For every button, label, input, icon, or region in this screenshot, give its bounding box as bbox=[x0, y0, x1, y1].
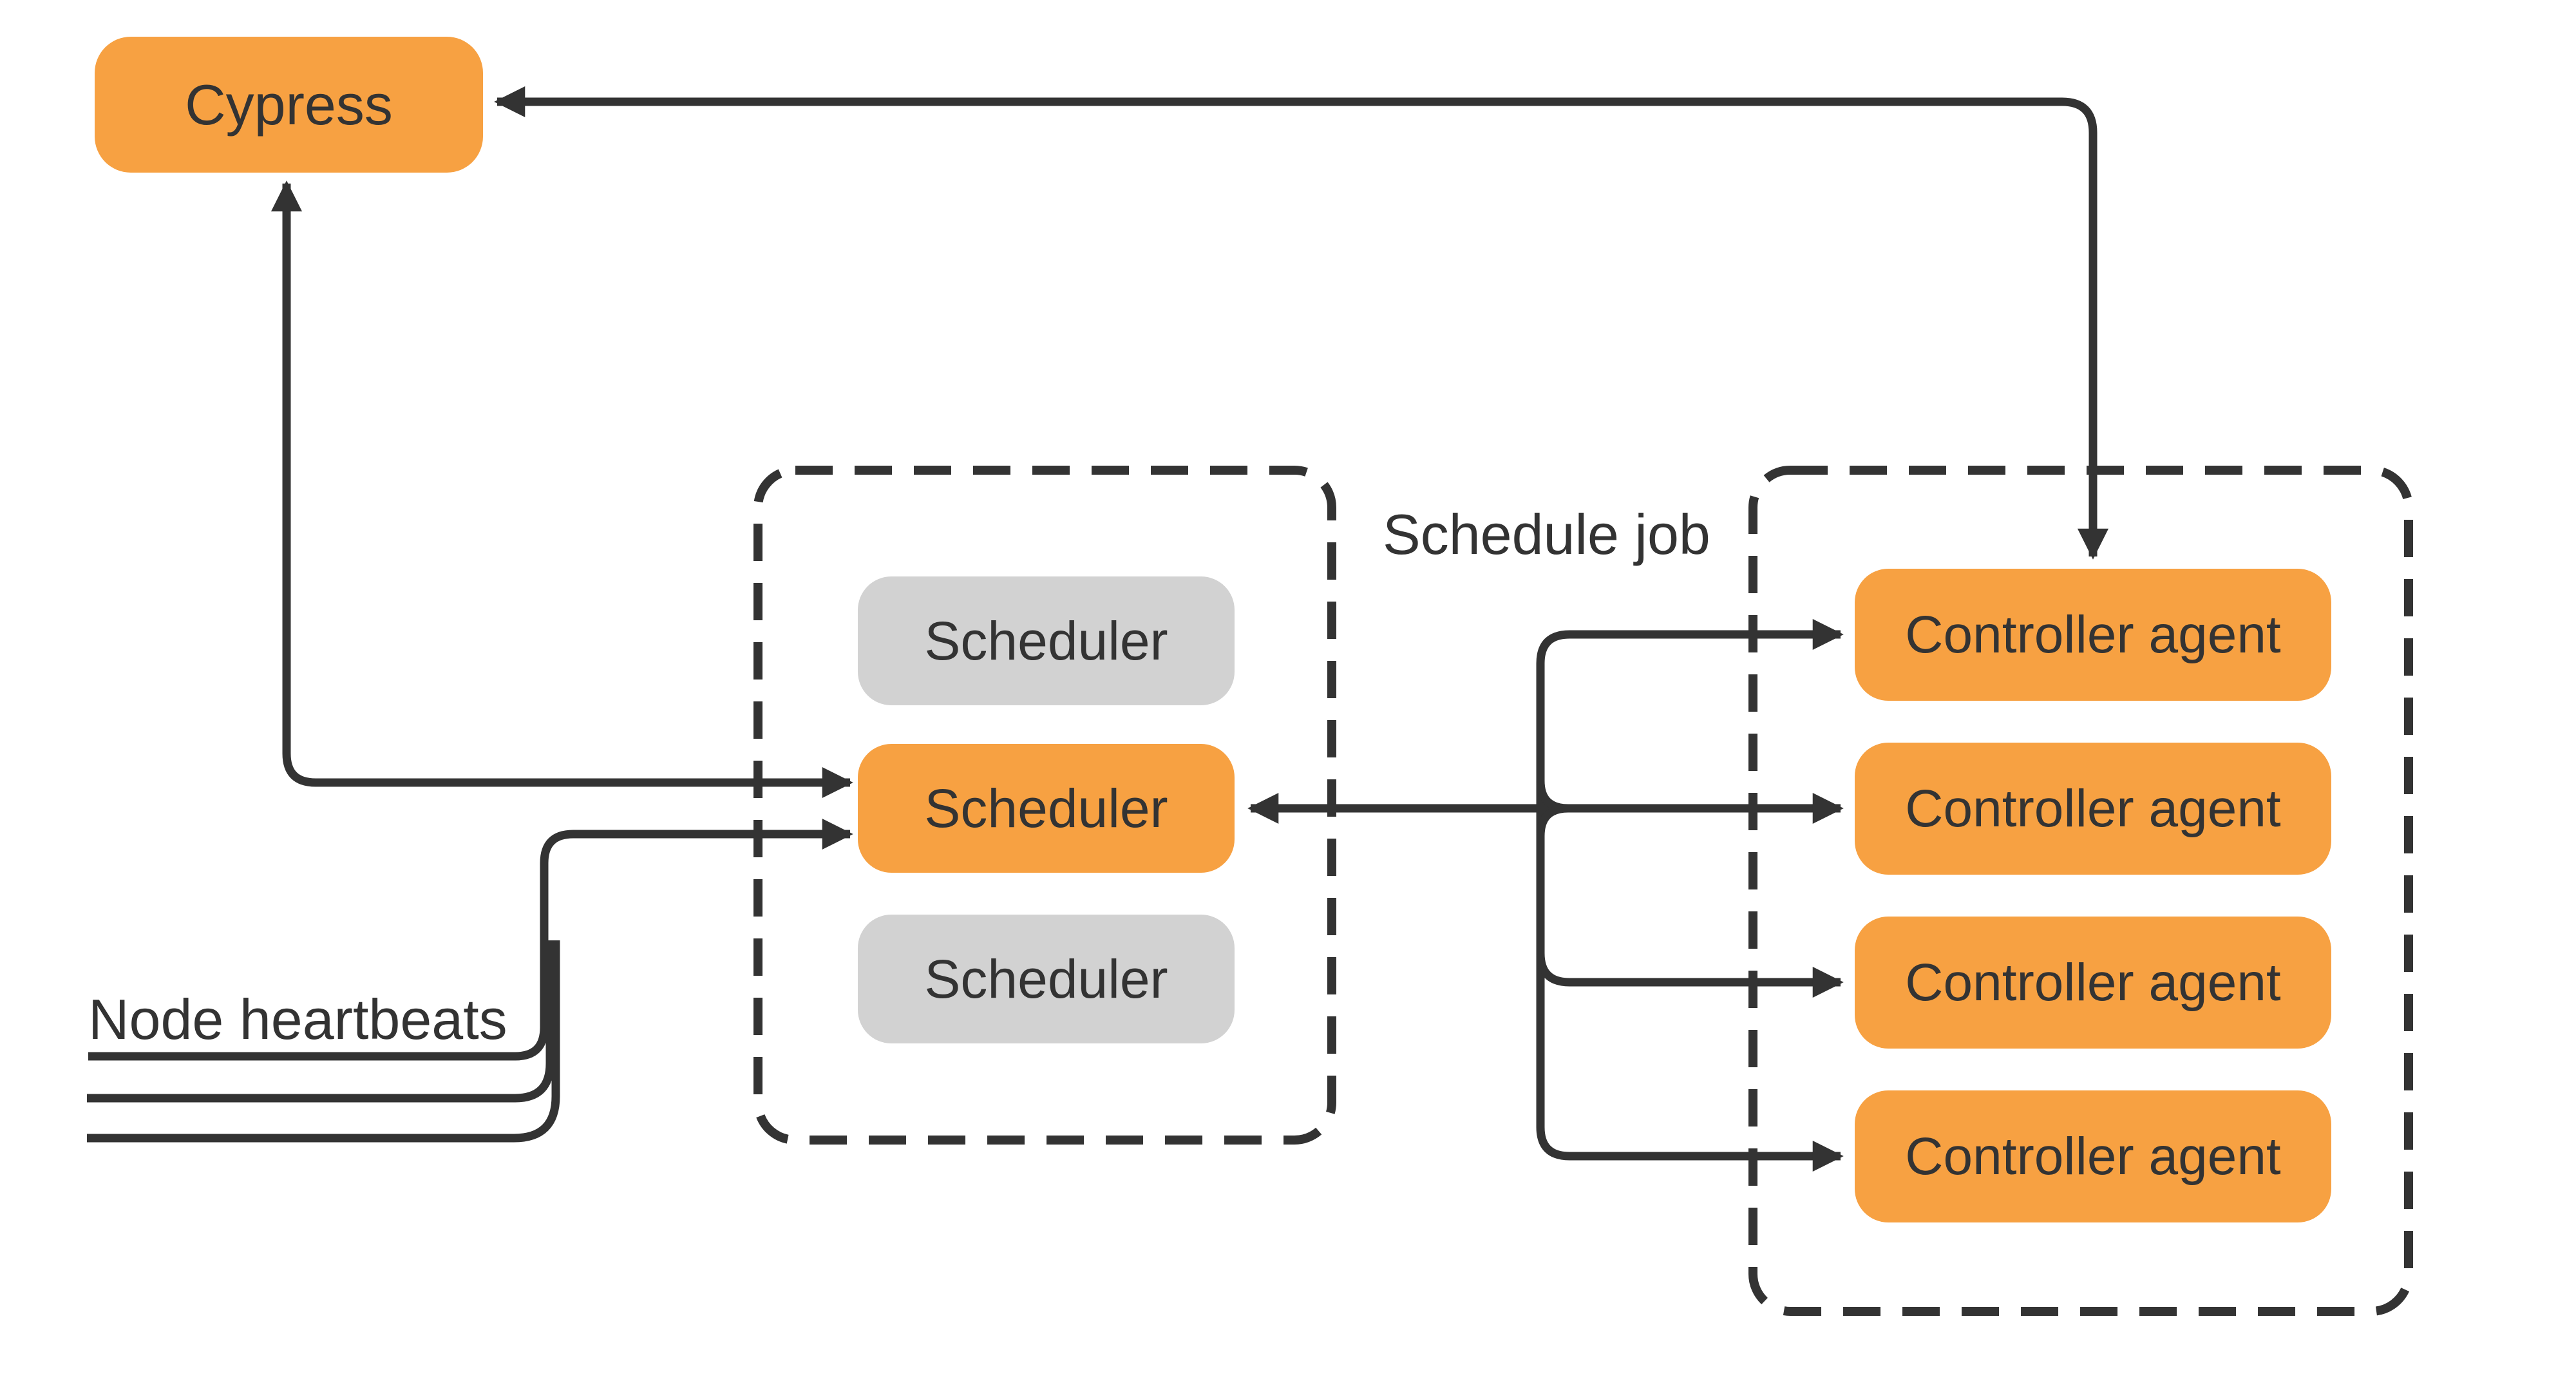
controller-agent-3: Controller agent bbox=[1855, 917, 2331, 1049]
schedule-job-label: Schedule job bbox=[1383, 502, 1710, 566]
controller-cluster-border bbox=[1748, 466, 2413, 1316]
arrow-node-heartbeats-1 bbox=[88, 818, 853, 1061]
controller-agent-2: Controller agent bbox=[1855, 743, 2331, 875]
scheduler-label: Scheduler bbox=[924, 778, 1168, 839]
scheduler-label: Scheduler bbox=[924, 611, 1168, 671]
controller-agent-1: Controller agent bbox=[1855, 569, 2331, 701]
arrow-branch-agent-1 bbox=[1536, 618, 1844, 664]
controller-agent-label: Controller agent bbox=[1905, 779, 2281, 838]
arrow-branch-agent-4 bbox=[1536, 663, 1844, 1172]
scheduler-standby-1: Scheduler bbox=[858, 576, 1235, 705]
controller-agent-4: Controller agent bbox=[1855, 1090, 2331, 1222]
cypress-node: Cypress bbox=[95, 37, 483, 173]
junction-fillet-top bbox=[1536, 780, 1569, 813]
node-heartbeats-label: Node heartbeats bbox=[88, 987, 507, 1051]
scheduler-active: Scheduler bbox=[858, 744, 1235, 873]
controller-agent-label: Controller agent bbox=[1905, 1127, 2281, 1186]
arrow-controller-to-cypress bbox=[494, 86, 2109, 560]
arrow-node-heartbeats-2 bbox=[87, 940, 554, 1103]
arrow-branch-agent-3 bbox=[1536, 953, 1844, 998]
scheduler-standby-2: Scheduler bbox=[858, 915, 1235, 1043]
arrow-cypress-scheduler bbox=[270, 180, 853, 799]
cypress-label: Cypress bbox=[185, 72, 393, 137]
arrow-node-heartbeats-3 bbox=[87, 940, 560, 1143]
controller-agent-label: Controller agent bbox=[1905, 953, 2281, 1012]
controller-agent-label: Controller agent bbox=[1905, 605, 2281, 664]
scheduler-label: Scheduler bbox=[924, 949, 1168, 1009]
junction-fillet-bottom bbox=[1536, 804, 1569, 837]
